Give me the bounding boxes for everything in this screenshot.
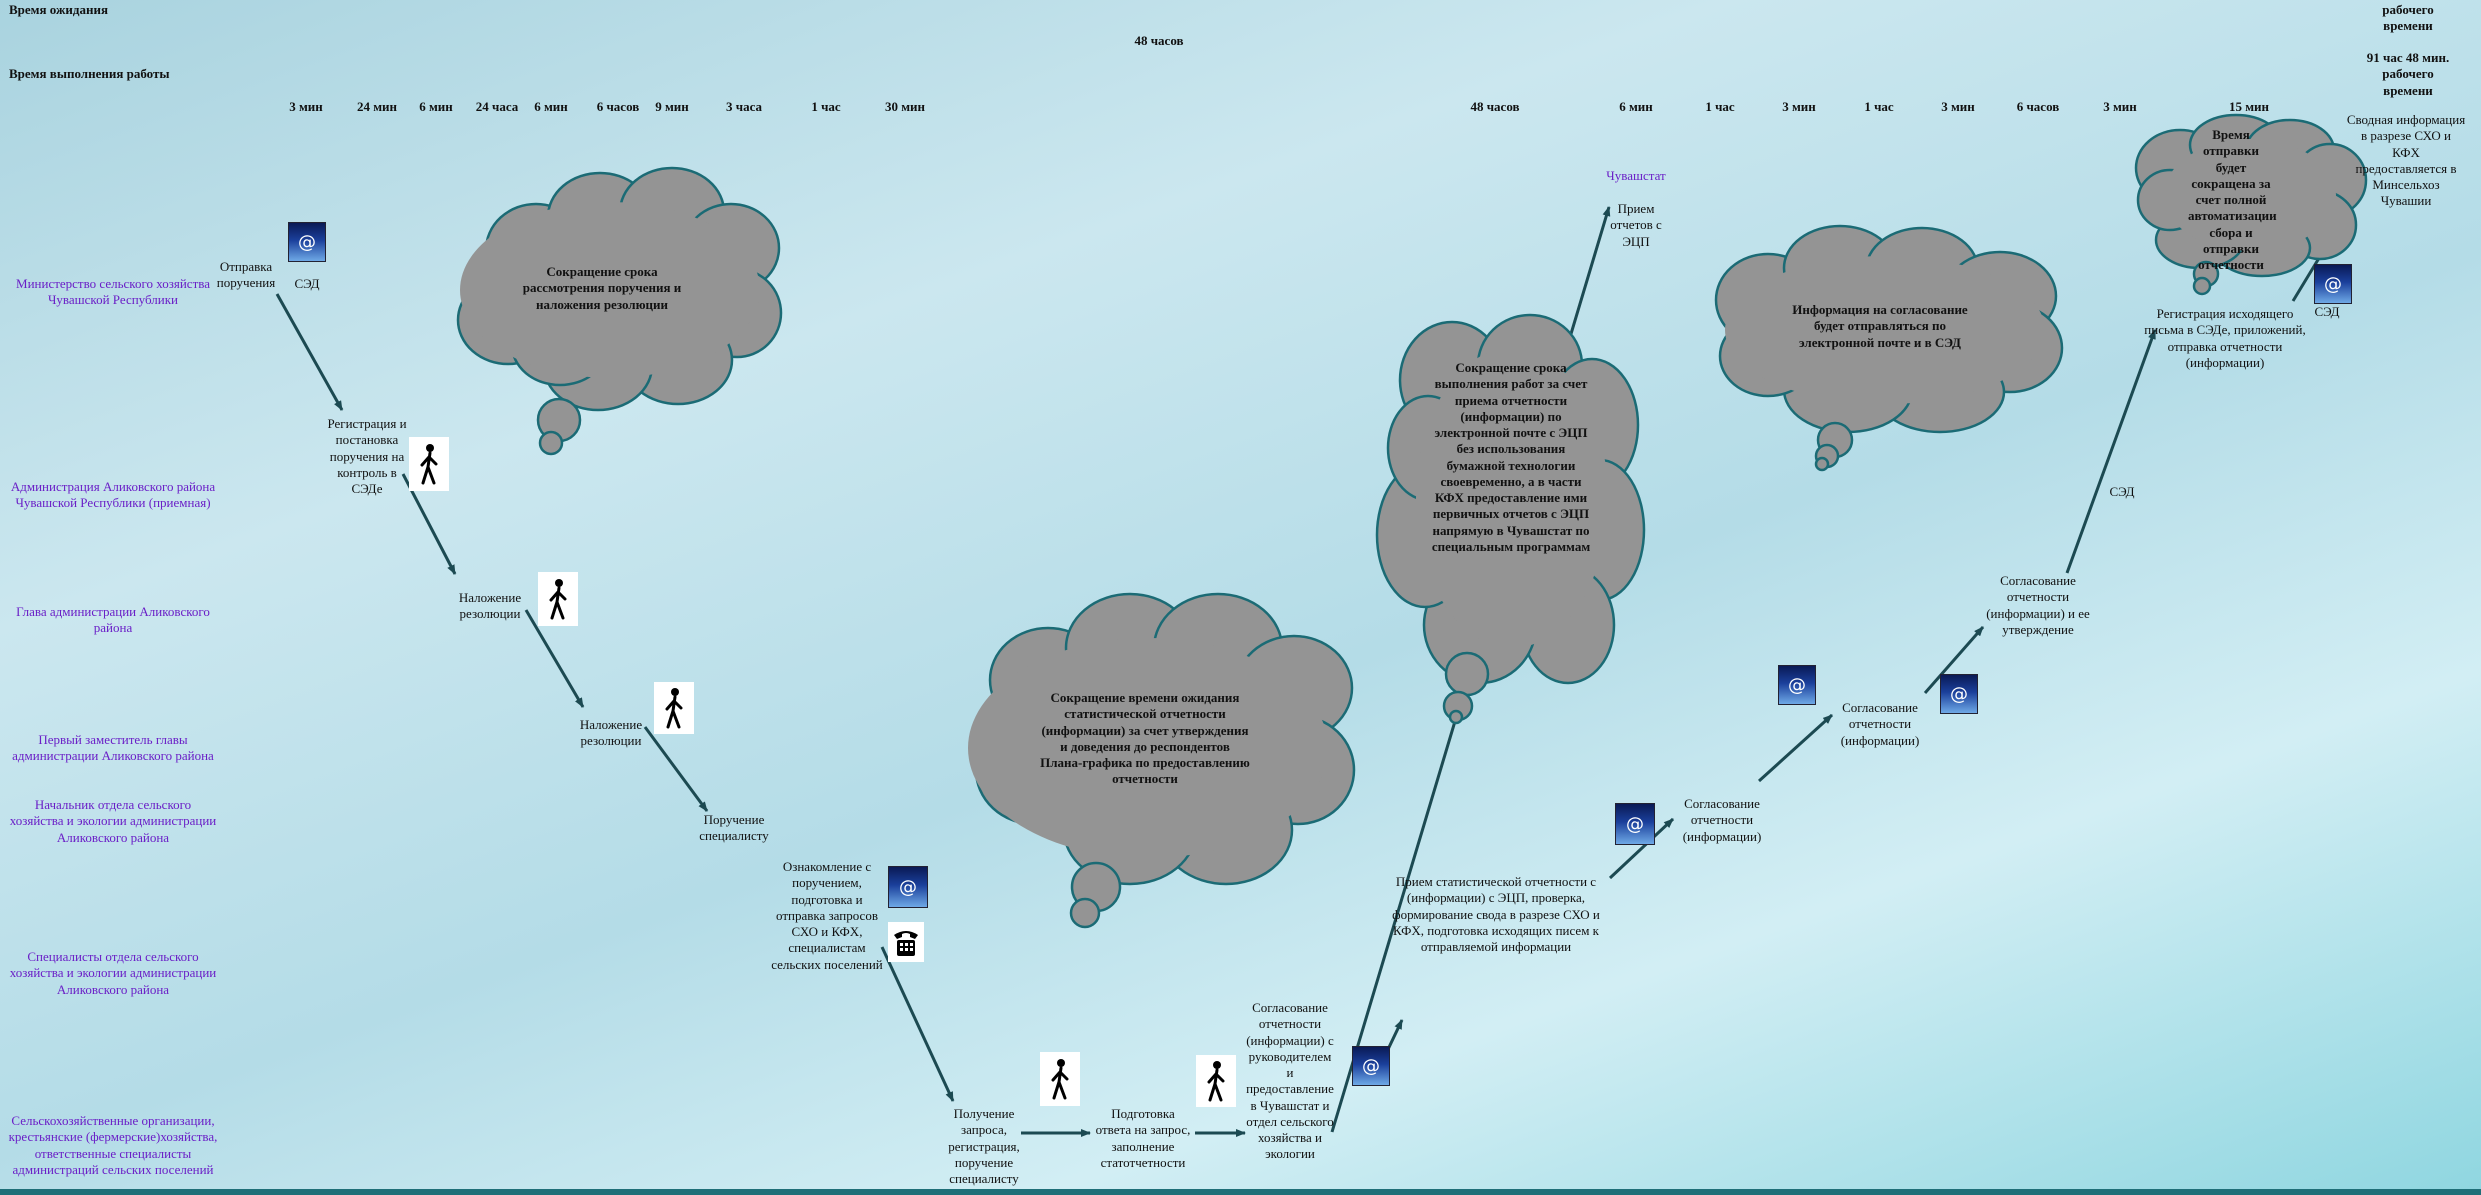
step-registration: Регистрация и постановка поручения на ко… bbox=[327, 416, 407, 496]
time-cell: 1 час bbox=[1705, 99, 1735, 114]
flow-arrow bbox=[880, 946, 955, 1102]
working-time-unit: рабочего времени bbox=[2382, 2, 2434, 34]
flow-arrow bbox=[2065, 329, 2157, 574]
flow-arrow bbox=[643, 726, 709, 812]
telephone-icon bbox=[888, 922, 924, 962]
cloud-3-text: Сокращение срока выполнения работ за сче… bbox=[1431, 360, 1591, 554]
time-cell: 1 час bbox=[811, 99, 841, 114]
bottom-rule bbox=[0, 1189, 2481, 1195]
email-icon: @ bbox=[888, 866, 928, 908]
flow-arrow bbox=[275, 293, 344, 411]
chuvashstat-label: Чувашстат bbox=[1606, 168, 1666, 183]
walking-person-icon bbox=[538, 572, 578, 626]
wait-time-label: Время ожидания bbox=[9, 2, 108, 17]
sed-label: СЭД bbox=[2109, 484, 2135, 499]
time-cell: 1 час bbox=[1864, 99, 1894, 114]
role-reception: Администрация Аликовского района Чувашск… bbox=[10, 479, 216, 511]
step-summary-ministry: Сводная информация в разрезе СХО и КФХ п… bbox=[2346, 112, 2466, 209]
step-send-order: Отправка поручения bbox=[216, 259, 276, 291]
step-familiarization: Ознакомление с поручением, подготовка и … bbox=[771, 859, 883, 972]
email-icon: @ bbox=[1352, 1046, 1390, 1086]
time-cell: 24 мин bbox=[356, 99, 398, 114]
time-cell: 3 мин bbox=[1941, 99, 1975, 114]
time-cell: 6 часов bbox=[596, 99, 640, 114]
role-specialists: Специалисты отдела сельского хозяйства и… bbox=[9, 949, 217, 997]
walking-person-icon bbox=[654, 682, 694, 734]
time-cell: 6 часов bbox=[2016, 99, 2060, 114]
flow-arrow bbox=[1757, 713, 1834, 783]
role-head: Глава администрации Аликовского района bbox=[16, 604, 210, 636]
step-statistics-processing: Прием статистической отчетности с (инфор… bbox=[1392, 874, 1600, 954]
cloud-4-text: Информация на согласование будет отправл… bbox=[1792, 302, 1968, 350]
step-resolution-1: Наложение резолюции bbox=[458, 590, 522, 622]
time-cell: 6 мин bbox=[534, 99, 568, 114]
cloud-5-text: Время отправки будет сокращена за счет п… bbox=[2188, 127, 2277, 272]
time-cell: 6 мин bbox=[1619, 99, 1653, 114]
step-receive-request: Получение запроса, регистрация, поручени… bbox=[948, 1106, 1020, 1186]
sed-label: СЭД bbox=[2314, 304, 2340, 319]
flow-arrow bbox=[1608, 817, 1675, 880]
email-icon: @ bbox=[288, 222, 326, 262]
step-agreement-approval: Согласование отчетности (информации) и е… bbox=[1986, 573, 2090, 637]
time-cell: 24 часа bbox=[475, 99, 519, 114]
step-agreement-1: Согласование отчетности (информации) bbox=[1682, 796, 1762, 844]
email-icon: @ bbox=[2314, 264, 2352, 304]
time-cell: 3 мин bbox=[2103, 99, 2137, 114]
step-assign-specialist: Поручение специалисту bbox=[699, 812, 769, 844]
time-cell: 3 мин bbox=[1782, 99, 1816, 114]
time-cell: 9 мин bbox=[655, 99, 689, 114]
cloud-1-text: Сокращение срока рассмотрения поручения … bbox=[522, 264, 682, 312]
wait-time-value: 48 часов bbox=[1134, 33, 1184, 48]
time-cell: 30 мин bbox=[884, 99, 926, 114]
total-working-time: 91 час 48 мин. рабочего времени bbox=[2366, 50, 2450, 98]
time-cell: 48 часов bbox=[1470, 99, 1520, 114]
flow-arrow bbox=[1923, 626, 1985, 694]
work-time-label: Время выполнения работы bbox=[9, 66, 170, 81]
time-cell: 15 мин bbox=[2228, 99, 2270, 114]
step-agreement-head: Согласование отчетности (информации) с р… bbox=[1246, 1000, 1334, 1162]
time-cell: 6 мин bbox=[419, 99, 453, 114]
flow-arrow bbox=[524, 609, 585, 708]
cloud-2 bbox=[968, 592, 1356, 929]
step-prepare-answer: Подготовка ответа на запрос, заполнение … bbox=[1095, 1106, 1191, 1170]
role-department-head: Начальник отдела сельского хозяйства и э… bbox=[9, 797, 217, 845]
walking-person-icon bbox=[1040, 1052, 1080, 1106]
cloud-2-text: Сокращение времени ожидания статистическ… bbox=[1040, 690, 1250, 787]
role-first-deputy: Первый заместитель главы администрации А… bbox=[12, 732, 214, 764]
step-resolution-2: Наложение резолюции bbox=[579, 717, 643, 749]
step-register-outgoing: Регистрация исходящего письма в СЭДе, пр… bbox=[2144, 306, 2306, 370]
email-icon: @ bbox=[1940, 674, 1978, 714]
walking-person-icon bbox=[409, 437, 449, 491]
email-icon: @ bbox=[1778, 665, 1816, 705]
role-ministry: Министерство сельского хозяйства Чувашск… bbox=[16, 276, 210, 308]
cloud-1 bbox=[456, 166, 783, 456]
time-cell: 3 часа bbox=[725, 99, 763, 114]
time-cell: 3 мин bbox=[289, 99, 323, 114]
sed-label: СЭД bbox=[294, 276, 320, 291]
cloud-3 bbox=[1375, 313, 1646, 725]
walking-person-icon bbox=[1196, 1055, 1236, 1107]
role-farms: Сельскохозяйственные организации, кресть… bbox=[8, 1113, 218, 1177]
step-agreement-2: Согласование отчетности (информации) bbox=[1840, 700, 1920, 748]
email-icon: @ bbox=[1615, 803, 1655, 845]
cloud-5 bbox=[2134, 113, 2368, 296]
cloud-4 bbox=[1714, 224, 2064, 472]
step-receive-reports: Прием отчетов с ЭЦП bbox=[1610, 201, 1662, 249]
